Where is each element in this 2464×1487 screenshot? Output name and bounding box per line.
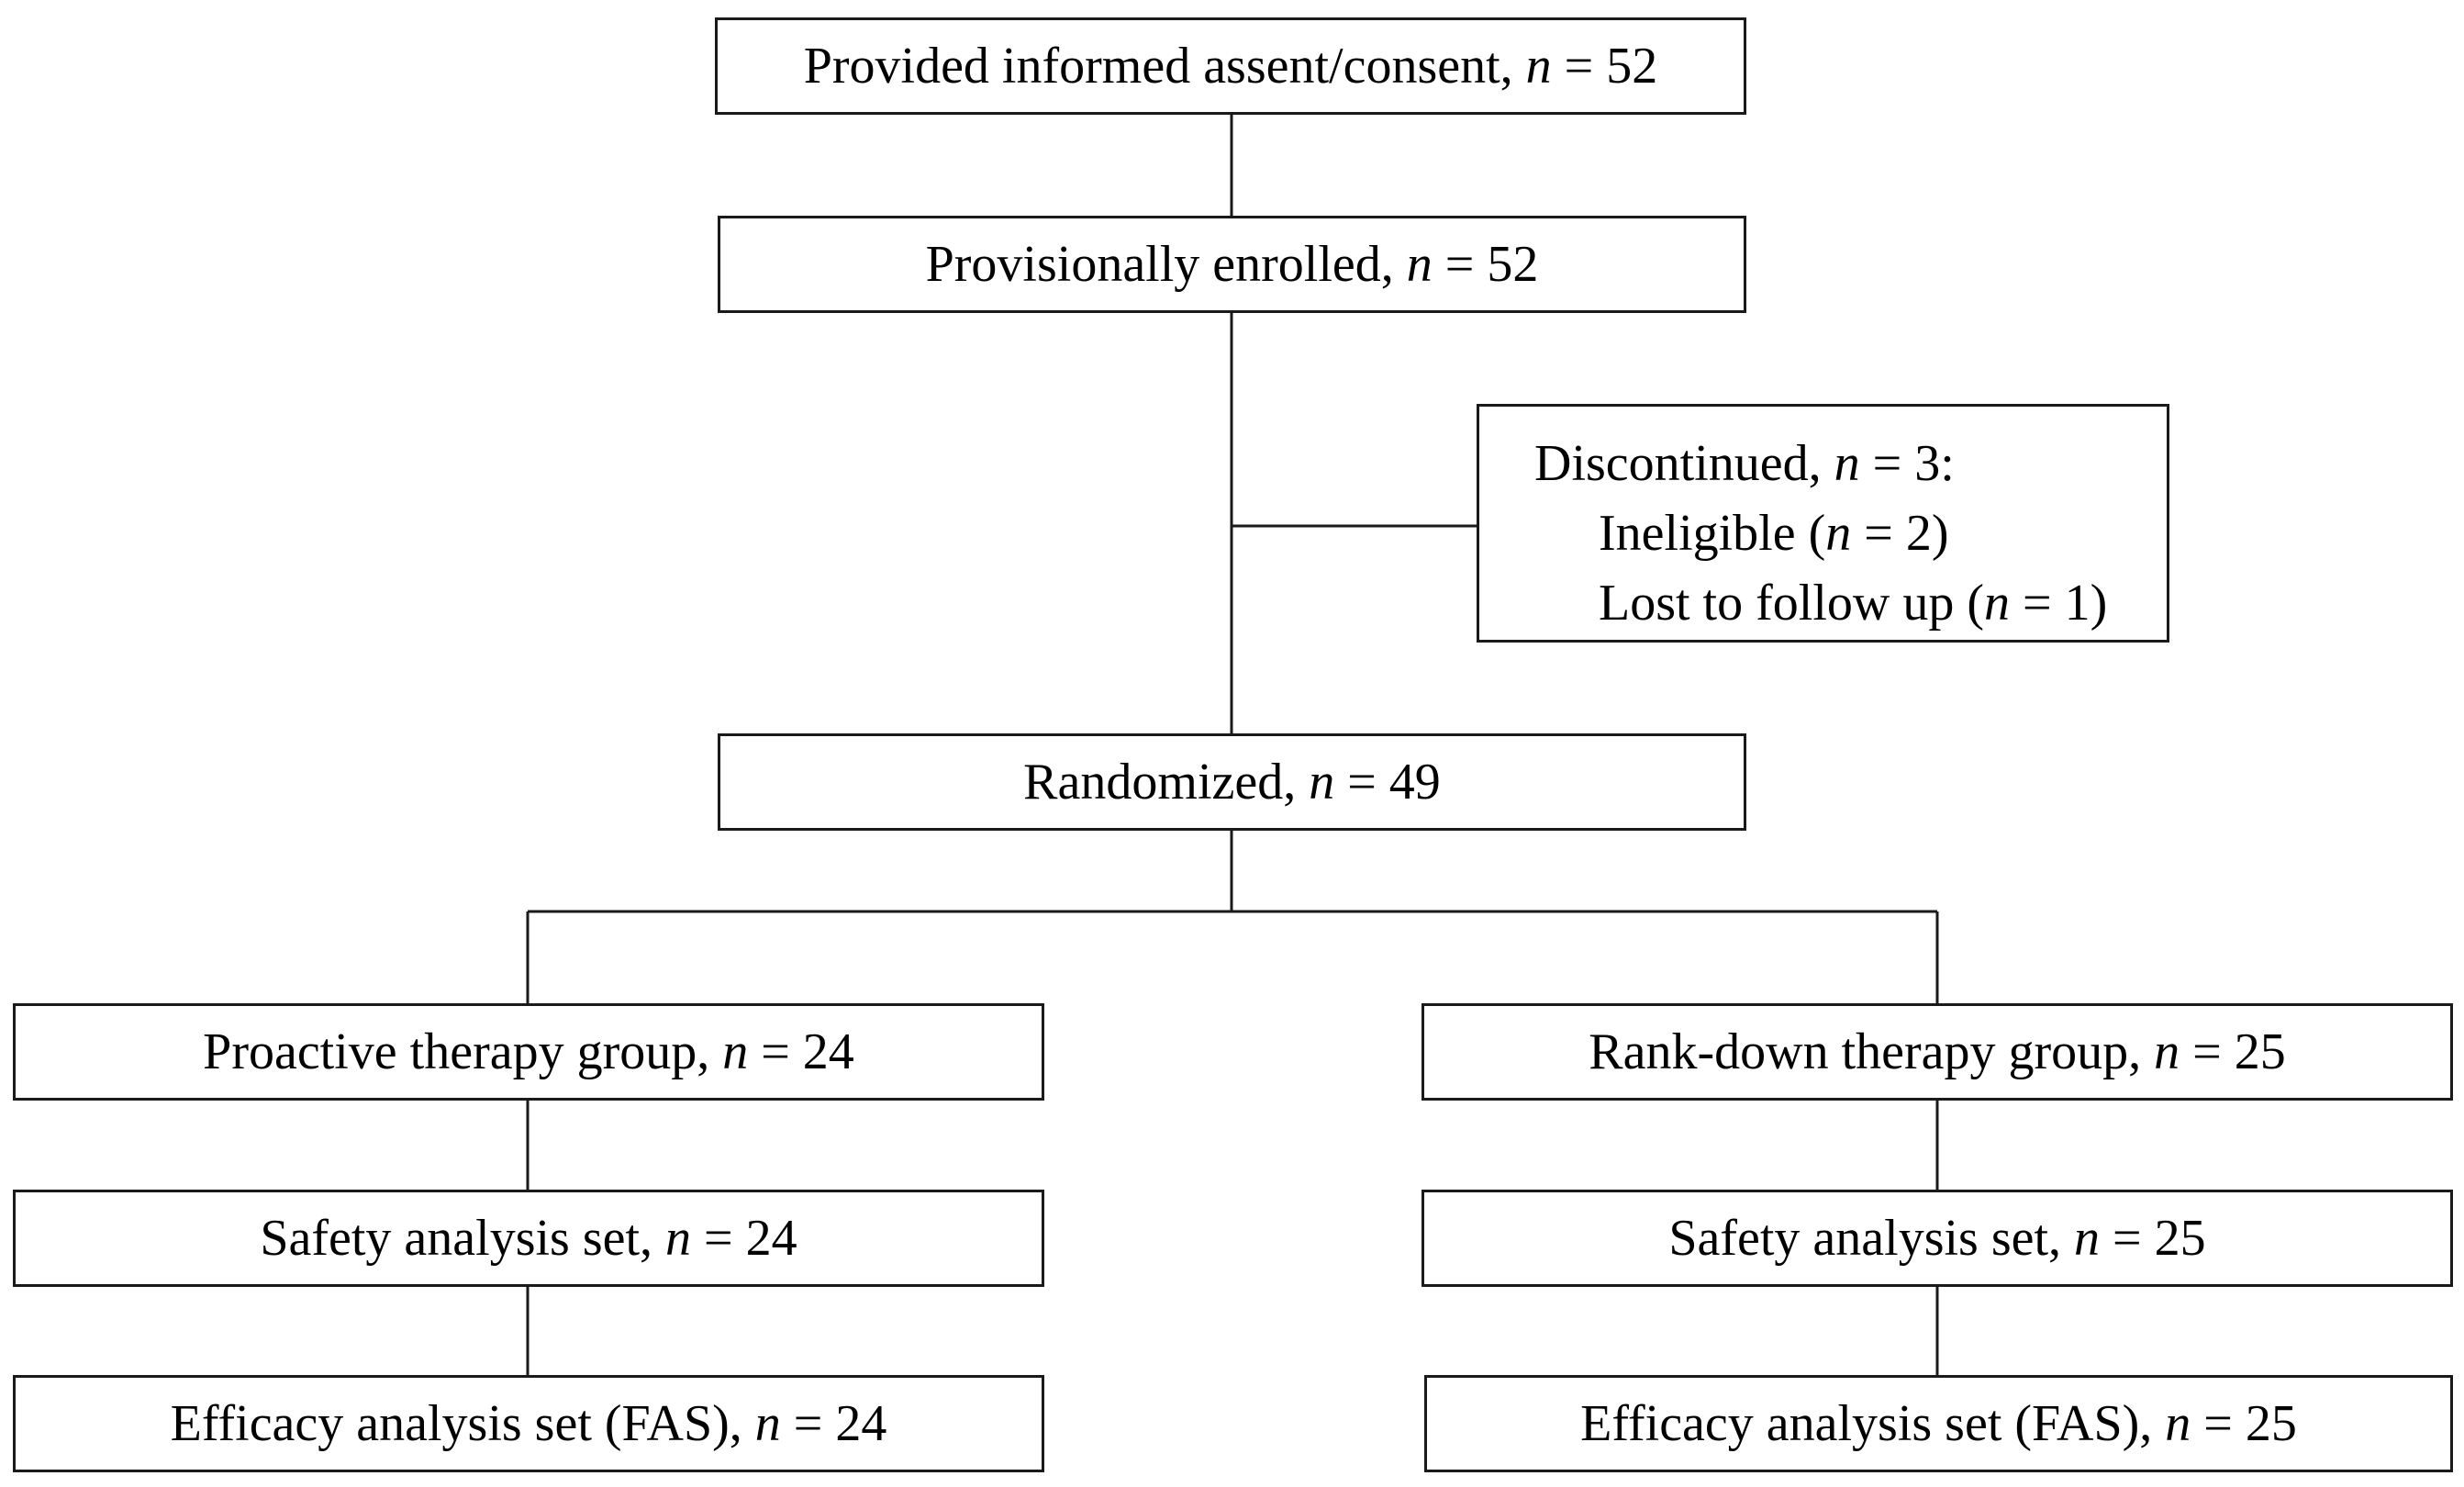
rankdown-group-text: Rank-down therapy group, n = 25 [1589,1023,2286,1080]
discontinued-reason-lost-to-follow-up: Lost to follow up (n = 1) [1599,575,2108,632]
proactive-efficacy-text: Efficacy analysis set (FAS), n = 24 [170,1395,887,1452]
proactive-safety-text: Safety analysis set, n = 24 [260,1210,797,1267]
randomized-box: Randomized, n = 49 [718,733,1746,831]
provisionally-enrolled-text: Provisionally enrolled, n = 52 [925,236,1539,293]
provisionally-enrolled-box: Provisionally enrolled, n = 52 [718,216,1746,313]
rankdown-group-box: Rank-down therapy group, n = 25 [1422,1003,2453,1101]
randomized-text: Randomized, n = 49 [1023,754,1441,811]
proactive-efficacy-box: Efficacy analysis set (FAS), n = 24 [13,1375,1044,1472]
discontinued-reason-ineligible: Ineligible (n = 2) [1599,505,1949,562]
rankdown-safety-box: Safety analysis set, n = 25 [1422,1190,2453,1287]
rankdown-safety-text: Safety analysis set, n = 25 [1668,1210,2206,1267]
discontinued-heading: Discontinued, n = 3: [1534,435,1955,492]
discontinued-box: Discontinued, n = 3: Ineligible (n = 2) … [1477,404,2169,643]
proactive-group-text: Proactive therapy group, n = 24 [203,1023,854,1080]
proactive-safety-box: Safety analysis set, n = 24 [13,1190,1044,1287]
consent-text: Provided informed assent/consent, n = 52 [803,38,1658,95]
rankdown-efficacy-text: Efficacy analysis set (FAS), n = 25 [1580,1395,2297,1452]
rankdown-efficacy-box: Efficacy analysis set (FAS), n = 25 [1424,1375,2453,1472]
proactive-group-box: Proactive therapy group, n = 24 [13,1003,1044,1101]
consent-box: Provided informed assent/consent, n = 52 [715,17,1746,115]
